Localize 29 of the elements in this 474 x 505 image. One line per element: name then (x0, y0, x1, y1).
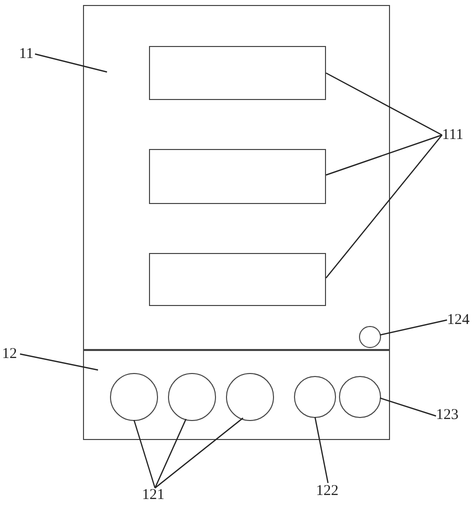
leader-line (154, 418, 187, 488)
callout-number: 12 (2, 346, 20, 362)
callout-number: 122 (316, 483, 343, 499)
leader-line (34, 53, 108, 73)
callout-number: 123 (436, 407, 463, 423)
rectangular-window (149, 253, 326, 306)
lower-panel (83, 350, 390, 440)
rectangular-window (149, 149, 326, 204)
callout-number: 121 (142, 487, 169, 503)
leader-line (154, 418, 244, 488)
round-button (168, 373, 216, 421)
upper-panel (83, 5, 390, 350)
callout-number: 111 (442, 127, 472, 143)
callout-number: 124 (447, 312, 474, 328)
round-button (226, 373, 274, 421)
leader-line (133, 420, 156, 488)
small-circular-light (359, 326, 381, 348)
leader-line (314, 416, 329, 484)
leader-line (380, 397, 436, 417)
callout-number: 11 (19, 46, 41, 62)
leader-line (20, 353, 98, 371)
leader-line (326, 72, 442, 136)
round-button (294, 376, 336, 418)
leader-line (326, 134, 442, 176)
leader-line (326, 134, 442, 278)
round-button (110, 373, 158, 421)
rectangular-window (149, 46, 326, 100)
leader-line (380, 319, 448, 336)
round-button (339, 376, 381, 418)
